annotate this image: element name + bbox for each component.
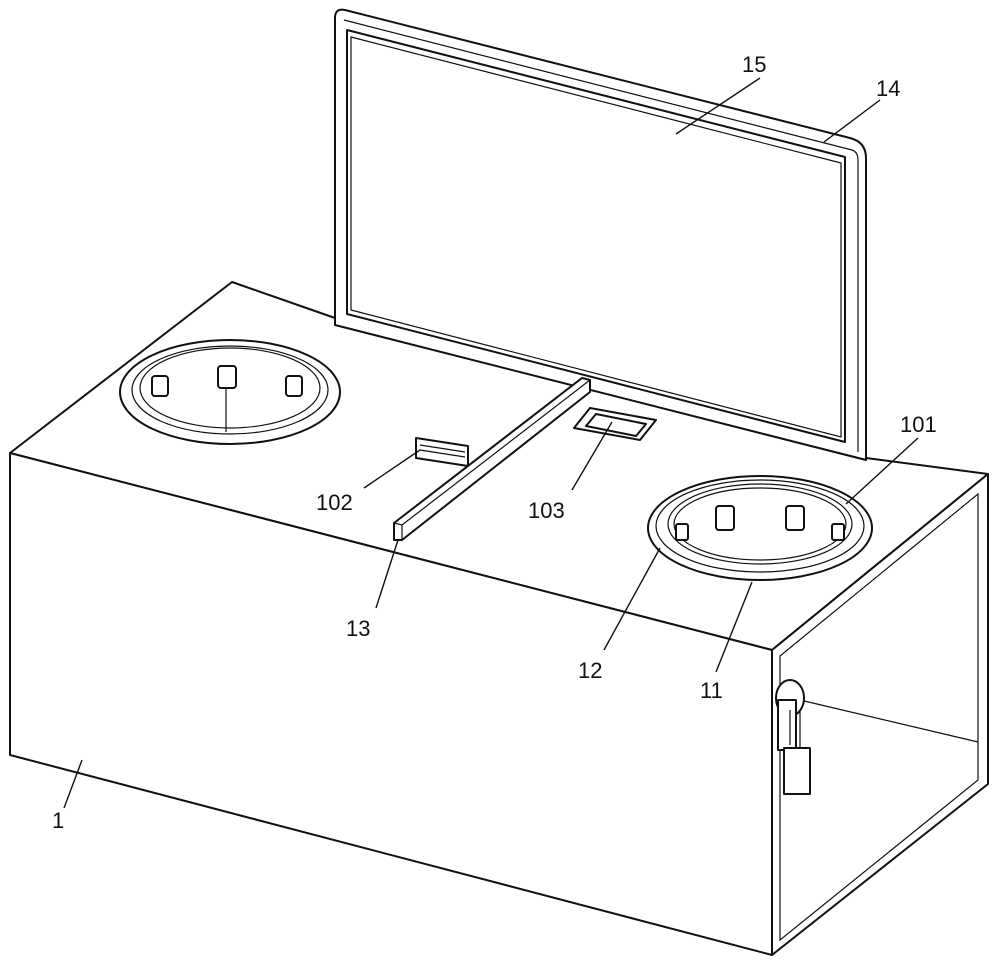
label-13: 13 bbox=[346, 616, 370, 641]
label-12: 12 bbox=[578, 658, 602, 683]
side-opening bbox=[779, 492, 979, 942]
label-14: 14 bbox=[876, 76, 900, 101]
internal-bracket bbox=[775, 679, 811, 795]
display-monitor bbox=[334, 8, 867, 461]
label-101: 101 bbox=[900, 412, 937, 437]
label-1: 1 bbox=[52, 808, 64, 833]
cabinet-side-face bbox=[771, 473, 989, 956]
leader-lines bbox=[63, 77, 919, 809]
left-cup-clips bbox=[151, 365, 303, 397]
cup-inner-ring bbox=[667, 483, 853, 565]
label-11: 11 bbox=[700, 678, 723, 703]
side-opening-floor bbox=[799, 699, 979, 743]
monitor-screen-inset bbox=[350, 36, 842, 438]
slot-102 bbox=[415, 437, 469, 467]
left-cup-holder bbox=[119, 339, 341, 445]
label-102: 102 bbox=[316, 490, 353, 515]
right-cup-clips bbox=[675, 505, 845, 541]
monitor-screen bbox=[346, 29, 846, 443]
label-15: 15 bbox=[742, 52, 766, 77]
cup-outer-ring bbox=[647, 475, 873, 581]
reference-labels: 15 14 101 102 103 13 12 11 1 bbox=[52, 52, 937, 833]
slot-103 bbox=[573, 407, 657, 441]
rod-13 bbox=[393, 377, 591, 541]
label-103: 103 bbox=[528, 498, 565, 523]
monitor-bezel-inner bbox=[343, 19, 859, 452]
right-cup-holder bbox=[647, 475, 873, 581]
